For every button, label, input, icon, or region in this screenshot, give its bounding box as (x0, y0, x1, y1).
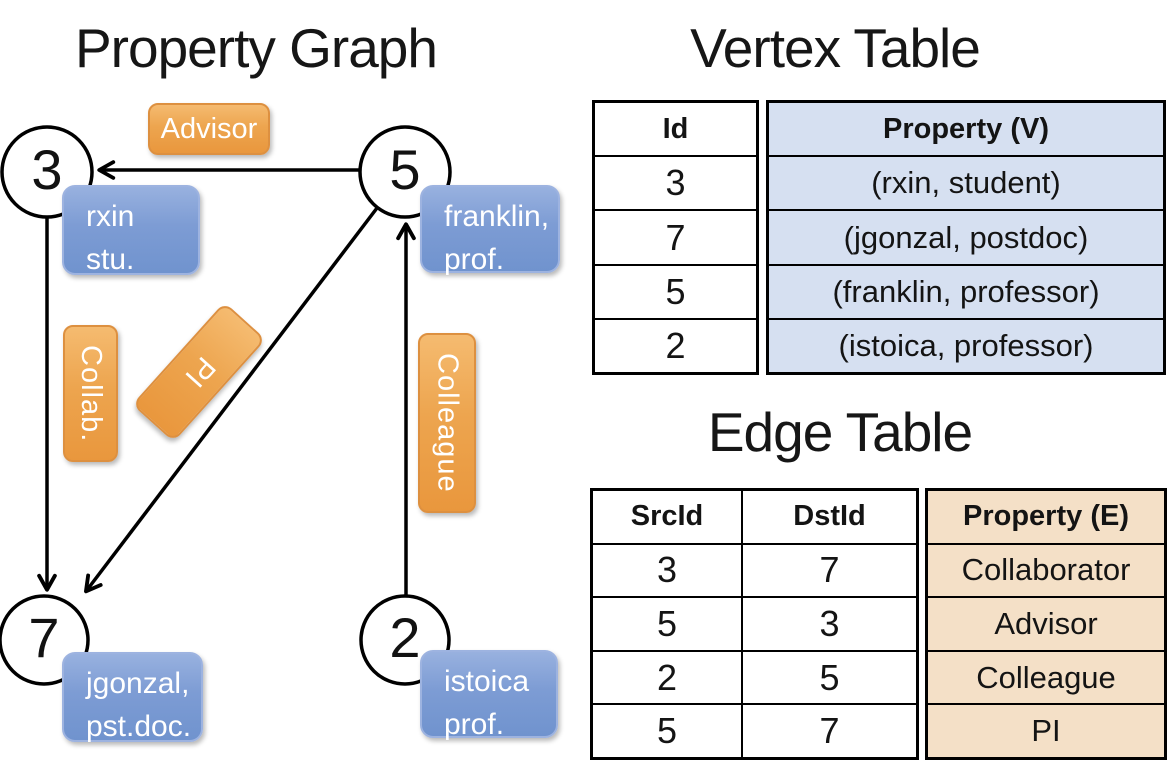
vertex-row-id: 2 (665, 324, 686, 366)
node-3-property-line1: rxin (86, 200, 135, 233)
edge-row-property: Colleague (928, 651, 1164, 706)
node-7-property-box: jgonzal, pst.doc. (62, 652, 203, 743)
edge-row: 3 7 (593, 544, 916, 599)
edge-row-property: PI (928, 705, 1164, 757)
node-2-property-line2: prof. (444, 708, 505, 741)
edge-row-dst: 7 (819, 549, 840, 591)
vertex-row-property: (rxin, student) (769, 157, 1163, 212)
edge-row-dst: 5 (819, 656, 840, 698)
edge-5-to-7-pi-arrow (84, 206, 379, 594)
node-3-property-box: rxin stu. (62, 185, 200, 276)
node-5-id: 5 (389, 137, 421, 201)
edge-label-advisor: Advisor (148, 103, 270, 155)
edge-table-header-row: SrcId DstId (593, 491, 916, 545)
node-7-property-line2: pst.doc. (86, 710, 192, 743)
edge-table-property-header: Property (E) (928, 491, 1164, 545)
node-7-property-line1: jgonzal, (86, 667, 190, 700)
edge-row: 2 5 (593, 651, 916, 706)
node-2-property-line1: istoica (444, 665, 530, 698)
edge-label-collab: Collab. (63, 325, 118, 462)
node-2-property-box: istoica prof. (420, 650, 558, 741)
node-3-property-line2: stu. (86, 243, 135, 276)
edge-row-src: 5 (593, 598, 743, 650)
edge-row-src: 3 (593, 544, 743, 597)
vertex-table-property-header: Property (V) (769, 103, 1163, 158)
vertex-row-property: (franklin, professor) (769, 265, 1163, 320)
edge-row: 5 3 (593, 598, 916, 652)
edge-row: 5 7 (593, 705, 916, 757)
edge-table-dst-header: DstId (793, 500, 866, 533)
node-2-id: 2 (389, 605, 421, 669)
vertex-table-id-header: Id (595, 103, 756, 158)
edge-row-src: 2 (593, 651, 743, 704)
vertex-row-id: 5 (595, 266, 756, 320)
node-5-property-line1: franklin, (444, 200, 550, 233)
edge-row-dst: 7 (819, 710, 840, 752)
vertex-table-property-column: Property (V) (rxin, student) (jgonzal, p… (766, 100, 1166, 375)
edge-row-dst: 3 (819, 602, 840, 644)
edge-table-property-column: Property (E) Collaborator Advisor Collea… (925, 488, 1167, 760)
vertex-table-title: Vertex Table (690, 17, 981, 79)
edge-row-src: 5 (593, 705, 743, 757)
vertex-row-property: (istoica, professor) (769, 319, 1163, 373)
node-7-id: 7 (28, 605, 60, 669)
edge-table-title: Edge Table (707, 401, 973, 463)
edge-table-ids-columns: SrcId DstId 3 7 5 3 2 5 5 7 (590, 488, 919, 760)
vertex-row-id: 3 (595, 157, 756, 212)
edge-label-colleague: Colleague (418, 333, 476, 513)
property-graph-title: Property Graph (74, 17, 438, 79)
node-3-id: 3 (31, 137, 63, 201)
edge-row-property: Collaborator (928, 544, 1164, 599)
edge-row-property: Advisor (928, 598, 1164, 652)
edge-table-src-header: SrcId (593, 491, 743, 543)
vertex-row-property: (jgonzal, postdoc) (769, 211, 1163, 266)
vertex-table-id-column: Id 3 7 5 2 (592, 100, 759, 375)
vertex-row-id: 7 (595, 211, 756, 266)
node-5-property-line2: prof. (444, 243, 505, 276)
node-5-property-box: franklin, prof. (420, 185, 560, 276)
